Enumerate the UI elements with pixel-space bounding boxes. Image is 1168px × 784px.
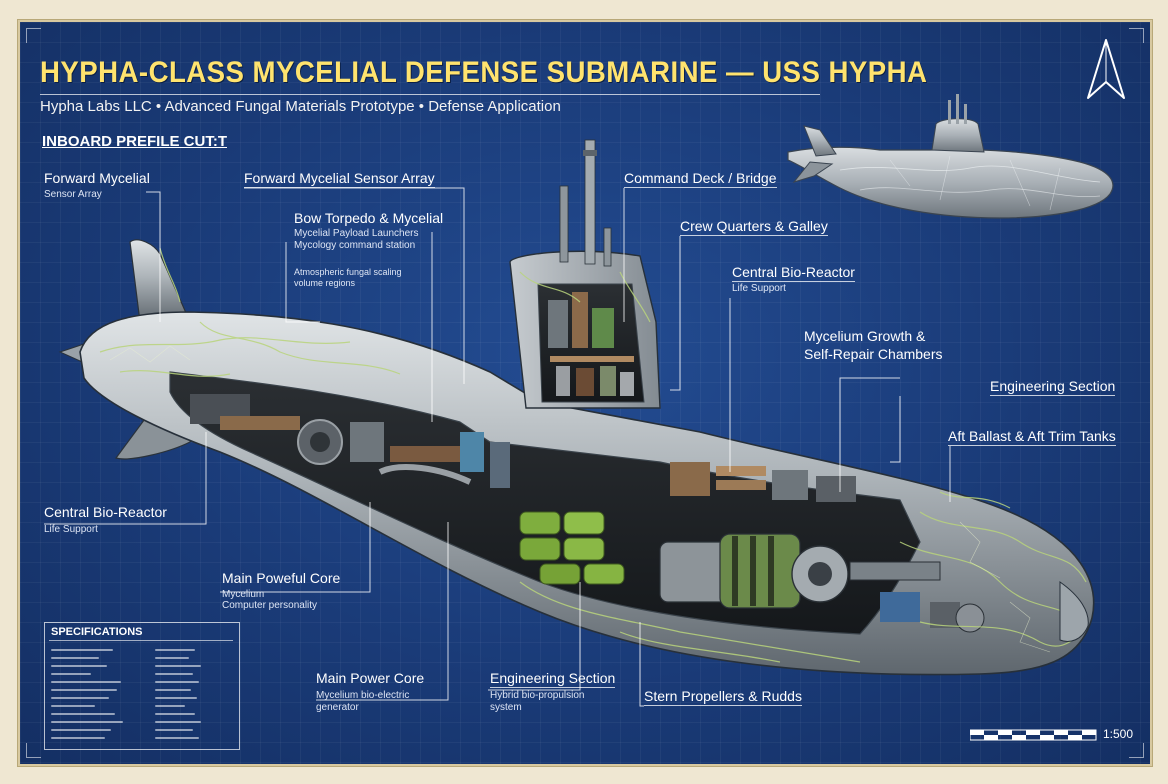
label-engineering-bottom: Engineering Section (490, 670, 616, 688)
blueprint-sheet: HYPHA-CLASS MYCELIAL DEFENSE SUBMARINE —… (18, 20, 1152, 766)
label-title: Mycelium Growth & (804, 328, 926, 344)
label-aft-ballast: Aft Ballast & Aft Trim Tanks (948, 428, 1116, 446)
label-title: Central Bio-Reactor (732, 264, 855, 282)
label-main-power-left-sub1: Mycelium (222, 589, 265, 600)
spec-line (51, 673, 91, 675)
label-forward-sensor-array: Forward Mycelial Sensor Array (244, 170, 435, 188)
mycelium-veins (99, 247, 1087, 663)
page-title: HYPHA-CLASS MYCELIAL DEFENSE SUBMARINE —… (40, 56, 928, 89)
spec-line (51, 697, 109, 699)
specifications-divider (49, 640, 233, 641)
label-title: Main Poweful Core (222, 570, 341, 586)
spec-line (155, 705, 185, 707)
label-main-power-bottom-sub2: generator (316, 702, 359, 713)
label-bio-reactor-left-sub: Life Support (44, 524, 98, 535)
spec-line (155, 713, 195, 715)
label-title: Bow Torpedo & Mycelial (294, 210, 444, 226)
label-bow-torpedo: Bow Torpedo & Mycelial (294, 210, 443, 227)
label-main-power-left: Main Poweful Core (222, 570, 340, 587)
label-title: Stern Propellers & Rudds (644, 688, 802, 706)
corner-mark (26, 743, 41, 758)
spec-line (51, 665, 107, 667)
label-bow-torpedo-sub4: volume regions (294, 278, 356, 288)
label-forward-mycelial: Forward Mycelial (44, 170, 150, 187)
spec-line (51, 737, 105, 739)
north-arrow-icon (1087, 39, 1125, 99)
label-bow-torpedo-sub3: Atmospheric fungal scaling (294, 267, 402, 277)
specifications-box: SPECIFICATIONS (44, 622, 240, 750)
label-title: Engineering Section (490, 670, 616, 688)
spec-line (155, 729, 193, 731)
label-growth-chambers: Mycelium Growth & (804, 328, 925, 345)
spec-line (155, 681, 199, 683)
label-main-power-left-sub2: Computer personality (222, 600, 318, 611)
label-stern-propellers: Stern Propellers & Rudds (644, 688, 802, 706)
label-engineering-bottom-sub1: Hybrid bio-propulsion (490, 690, 585, 701)
label-title: Main Power Core (316, 670, 425, 686)
label-main-power-bottom: Main Power Core (316, 670, 424, 687)
label-bow-torpedo-sub2: Mycology command station (294, 240, 416, 251)
label-crew-quarters: Crew Quarters & Galley (680, 218, 828, 236)
spec-line (51, 705, 95, 707)
spec-line (155, 689, 191, 691)
corner-mark (26, 28, 41, 43)
corner-mark (1129, 743, 1144, 758)
spec-line (51, 729, 111, 731)
spec-line (51, 721, 123, 723)
label-title: Command Deck / Bridge (624, 170, 777, 188)
corner-mark (1129, 28, 1144, 43)
spec-line (155, 657, 189, 659)
bio-reactor-tanks (519, 511, 625, 585)
label-engineering-bottom-sub2: system (490, 702, 522, 713)
label-command-deck: Command Deck / Bridge (624, 170, 777, 188)
label-title: Self-Repair Chambers (804, 346, 943, 362)
label-title: Aft Ballast & Aft Trim Tanks (948, 428, 1116, 446)
submarine-profile-view (787, 94, 1114, 219)
leader-lines (44, 187, 951, 707)
spec-line (155, 649, 195, 651)
spec-line (51, 681, 121, 683)
label-bio-reactor-left: Central Bio-Reactor (44, 504, 167, 521)
label-title: Forward Mycelial Sensor Array (244, 170, 435, 188)
spec-line (51, 713, 115, 715)
submarine-cutaway (58, 139, 1095, 676)
spec-line (155, 737, 199, 739)
label-engineering-right: Engineering Section (990, 378, 1116, 396)
label-growth-chambers-2: Self-Repair Chambers (804, 346, 943, 363)
spec-line (155, 665, 201, 667)
section-label: INBOARD PREFILE CUT:T (42, 133, 227, 150)
spec-line (155, 721, 201, 723)
label-title: Central Bio-Reactor (44, 504, 167, 520)
spec-line (51, 649, 113, 651)
label-title: Engineering Section (990, 378, 1116, 396)
label-bow-torpedo-sub1: Mycelial Payload Launchers (294, 228, 419, 239)
label-bio-reactor-right: Central Bio-Reactor (732, 264, 855, 282)
propulsion-motor (659, 533, 985, 633)
label-title: Forward Mycelial (44, 170, 150, 186)
spec-line (155, 673, 193, 675)
scale-label: 1:500 (1103, 727, 1134, 741)
label-forward-mycelial-sub: Sensor Array (44, 189, 102, 200)
label-bio-reactor-right-sub: Life Support (732, 283, 786, 294)
scale-bar (970, 729, 1097, 741)
specifications-title: SPECIFICATIONS (51, 626, 143, 638)
page-subtitle: Hypha Labs LLC • Advanced Fungal Materia… (40, 98, 561, 115)
spec-line (51, 657, 99, 659)
label-main-power-bottom-sub1: Mycelium bio-electric (316, 690, 410, 701)
title-divider (40, 94, 820, 95)
label-title: Crew Quarters & Galley (680, 218, 828, 236)
spec-line (155, 697, 197, 699)
spec-line (51, 689, 117, 691)
